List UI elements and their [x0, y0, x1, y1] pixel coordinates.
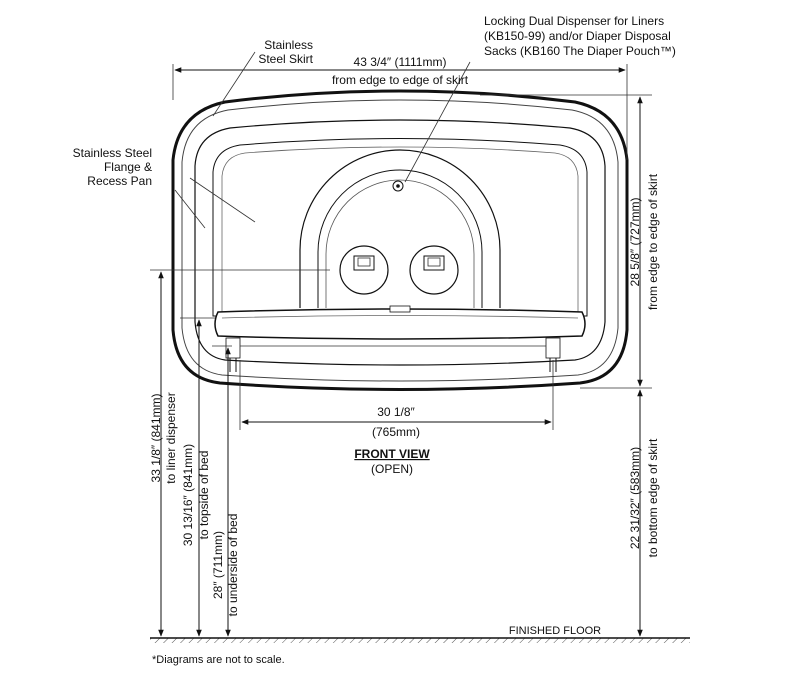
- height-dimension-note: from edge to edge of skirt: [646, 173, 660, 310]
- flange-callout-3: Recess Pan: [87, 174, 152, 188]
- changing-station-body: [171, 89, 629, 391]
- bed-width-metric: (765mm): [372, 425, 420, 439]
- underside-dimension-note: to underside of bed: [226, 514, 240, 617]
- dimension-arrows: [158, 67, 643, 637]
- footnote: *Diagrams are not to scale.: [152, 654, 285, 666]
- dispenser-callout-1: Locking Dual Dispenser for Liners: [484, 14, 664, 28]
- liner-dimension: 33 1/8″ (841mm): [149, 394, 163, 483]
- floor-label: FINISHED FLOOR: [509, 625, 601, 637]
- bottom-dimension: 22 31/32″ (583mm): [628, 447, 642, 549]
- view-title: FRONT VIEW: [354, 447, 430, 461]
- topside-dimension: 30 13/16″ (841mm): [181, 444, 195, 546]
- bottom-dimension-note: to bottom edge of skirt: [646, 438, 660, 557]
- topside-dimension-note: to topside of bed: [197, 451, 211, 540]
- dispenser-openings: [339, 245, 459, 295]
- changing-bed: [214, 305, 586, 372]
- skirt-callout-1: Stainless: [264, 38, 313, 52]
- view-subtitle: (OPEN): [371, 462, 413, 476]
- height-dimension: 28 5/8″ (727mm): [628, 198, 642, 287]
- flange-callout-2: Flange &: [104, 160, 152, 174]
- extension-lines: [150, 64, 652, 430]
- leader-lines: [174, 51, 471, 229]
- width-dimension-note: from edge to edge of skirt: [332, 73, 469, 87]
- flange-callout-1: Stainless Steel: [73, 146, 152, 160]
- dispenser-callout-2: (KB150-99) and/or Diaper Disposal: [484, 29, 671, 43]
- underside-dimension: 28″ (711mm): [211, 531, 225, 599]
- liner-dimension-note: to liner dispenser: [164, 392, 178, 483]
- finished-floor: [150, 637, 690, 643]
- liner-dispenser: [299, 149, 501, 308]
- width-dimension: 43 3/4″ (1111mm): [354, 55, 447, 69]
- dispenser-callout-3: Sacks (KB160 The Diaper Pouch™): [484, 44, 676, 58]
- bed-width-dimension: 30 1/8″: [377, 405, 415, 419]
- skirt-callout-2: Steel Skirt: [258, 52, 313, 66]
